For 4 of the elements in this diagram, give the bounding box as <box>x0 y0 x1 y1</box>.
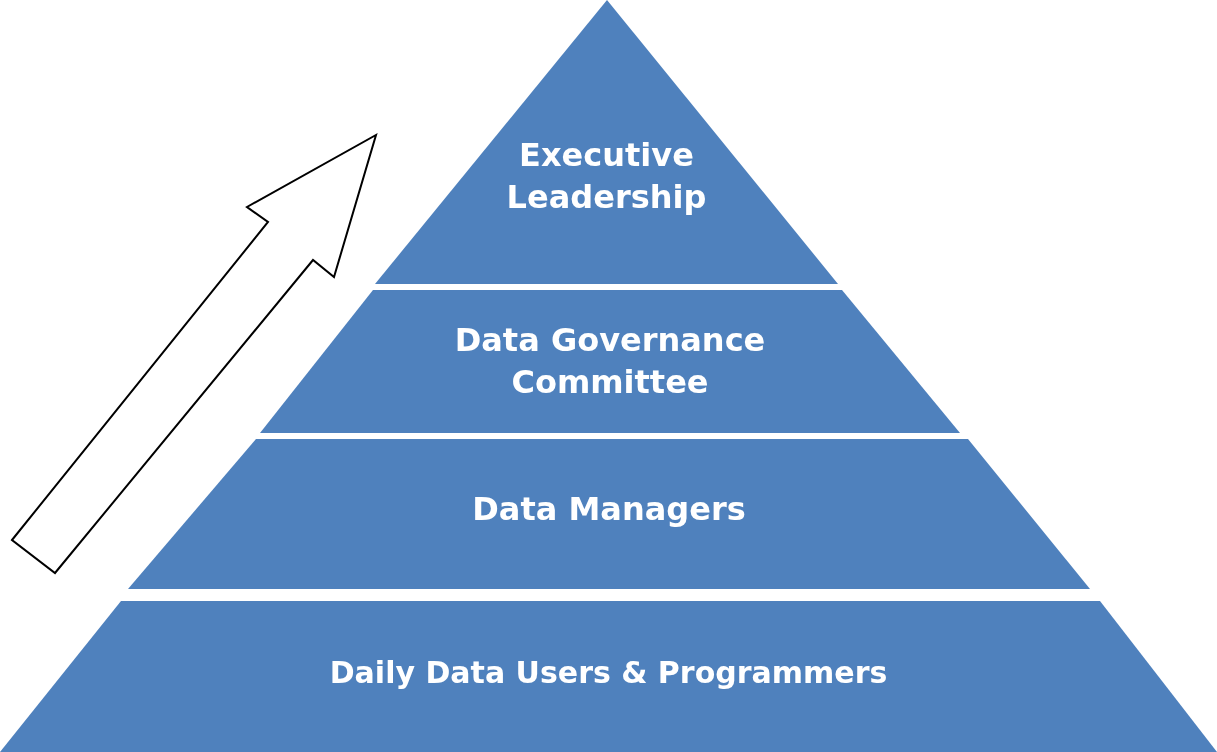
tier-label: Daily Data Users & Programmers <box>328 654 889 692</box>
tier-label: Data Managers <box>471 489 747 530</box>
tier-label: Executive Leadership <box>506 135 707 218</box>
tier-label: Data Governance Committee <box>453 320 767 403</box>
